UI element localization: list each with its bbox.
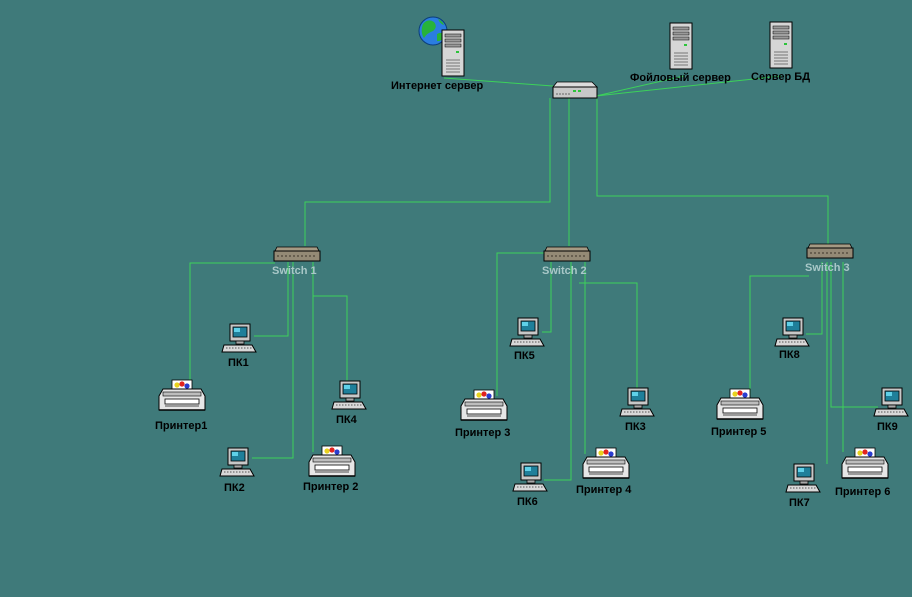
- pc8-icon[interactable]: [774, 317, 810, 347]
- pc6-icon[interactable]: [512, 462, 548, 492]
- pc2-label: ПК2: [224, 482, 245, 494]
- pc2-icon[interactable]: [219, 447, 255, 477]
- internet-server-label: Интернет сервер: [391, 80, 484, 92]
- server-globe-icon: [441, 29, 465, 77]
- printer5-icon[interactable]: [716, 388, 764, 420]
- switch-2-icon[interactable]: [543, 246, 591, 262]
- printer2-label: Принтер 2: [303, 481, 359, 493]
- pc5-label: ПК5: [514, 350, 535, 362]
- pc7-icon[interactable]: [785, 463, 821, 493]
- switch-3-label: Switch 3: [805, 262, 850, 274]
- pc8-label: ПК8: [779, 349, 800, 361]
- printer4-label: Принтер 4: [576, 484, 632, 496]
- links-group: [189, 75, 878, 481]
- pc1-label: ПК1: [228, 357, 249, 369]
- link-sw3-pc8: [806, 262, 823, 335]
- switch-3-icon[interactable]: [806, 243, 854, 259]
- link-sw1-pc2: [252, 262, 294, 459]
- pc6-label: ПК6: [517, 496, 538, 508]
- printer5-label: Принтер 5: [711, 426, 767, 438]
- pc1-icon[interactable]: [221, 323, 257, 353]
- printer6-icon[interactable]: [841, 447, 889, 479]
- printer3-icon[interactable]: [460, 389, 508, 421]
- printer1-icon[interactable]: [158, 379, 206, 411]
- pc9-label: ПК9: [877, 421, 898, 433]
- printer6-label: Принтер 6: [835, 486, 891, 498]
- link-sw3-pc9: [830, 262, 878, 408]
- core-router-icon[interactable]: [552, 81, 598, 99]
- pc5-icon[interactable]: [509, 317, 545, 347]
- link-core-sw3: [596, 98, 829, 244]
- link-core-internet: [443, 77, 554, 87]
- printer4-icon[interactable]: [582, 447, 630, 479]
- printer2-icon[interactable]: [308, 445, 356, 477]
- link-sw3-pr5: [749, 275, 809, 395]
- pc9-icon[interactable]: [873, 387, 909, 417]
- pc7-label: ПК7: [789, 497, 810, 509]
- printer3-label: Принтер 3: [455, 427, 511, 439]
- link-sw1-pc1: [254, 262, 289, 337]
- link-core-db: [595, 75, 782, 97]
- link-sw1-pr1: [189, 262, 275, 380]
- pc3-icon[interactable]: [619, 387, 655, 417]
- db-server-label: Сервер БД: [751, 71, 811, 83]
- file-server-icon[interactable]: [669, 22, 693, 70]
- link-sw2-pc5: [542, 262, 552, 333]
- db-server-icon[interactable]: [769, 21, 793, 69]
- pc3-label: ПК3: [625, 421, 646, 433]
- link-core-file: [595, 75, 685, 97]
- switch-1-label: Switch 1: [272, 265, 317, 277]
- printer1-label: Принтер1: [155, 420, 208, 432]
- link-sw2-pc3: [579, 282, 638, 390]
- file-server-label: Фойловый сервер: [630, 72, 731, 84]
- link-sw2-pc6: [544, 262, 572, 481]
- link-sw2-pr3: [496, 252, 545, 396]
- switch-1-icon[interactable]: [273, 246, 321, 262]
- pc4-icon[interactable]: [331, 380, 367, 410]
- link-sw1-pc4: [313, 295, 348, 382]
- internet-server[interactable]: [418, 16, 465, 77]
- link-core-sw1: [304, 98, 551, 246]
- pc4-label: ПК4: [336, 414, 357, 426]
- switch-2-label: Switch 2: [542, 265, 587, 277]
